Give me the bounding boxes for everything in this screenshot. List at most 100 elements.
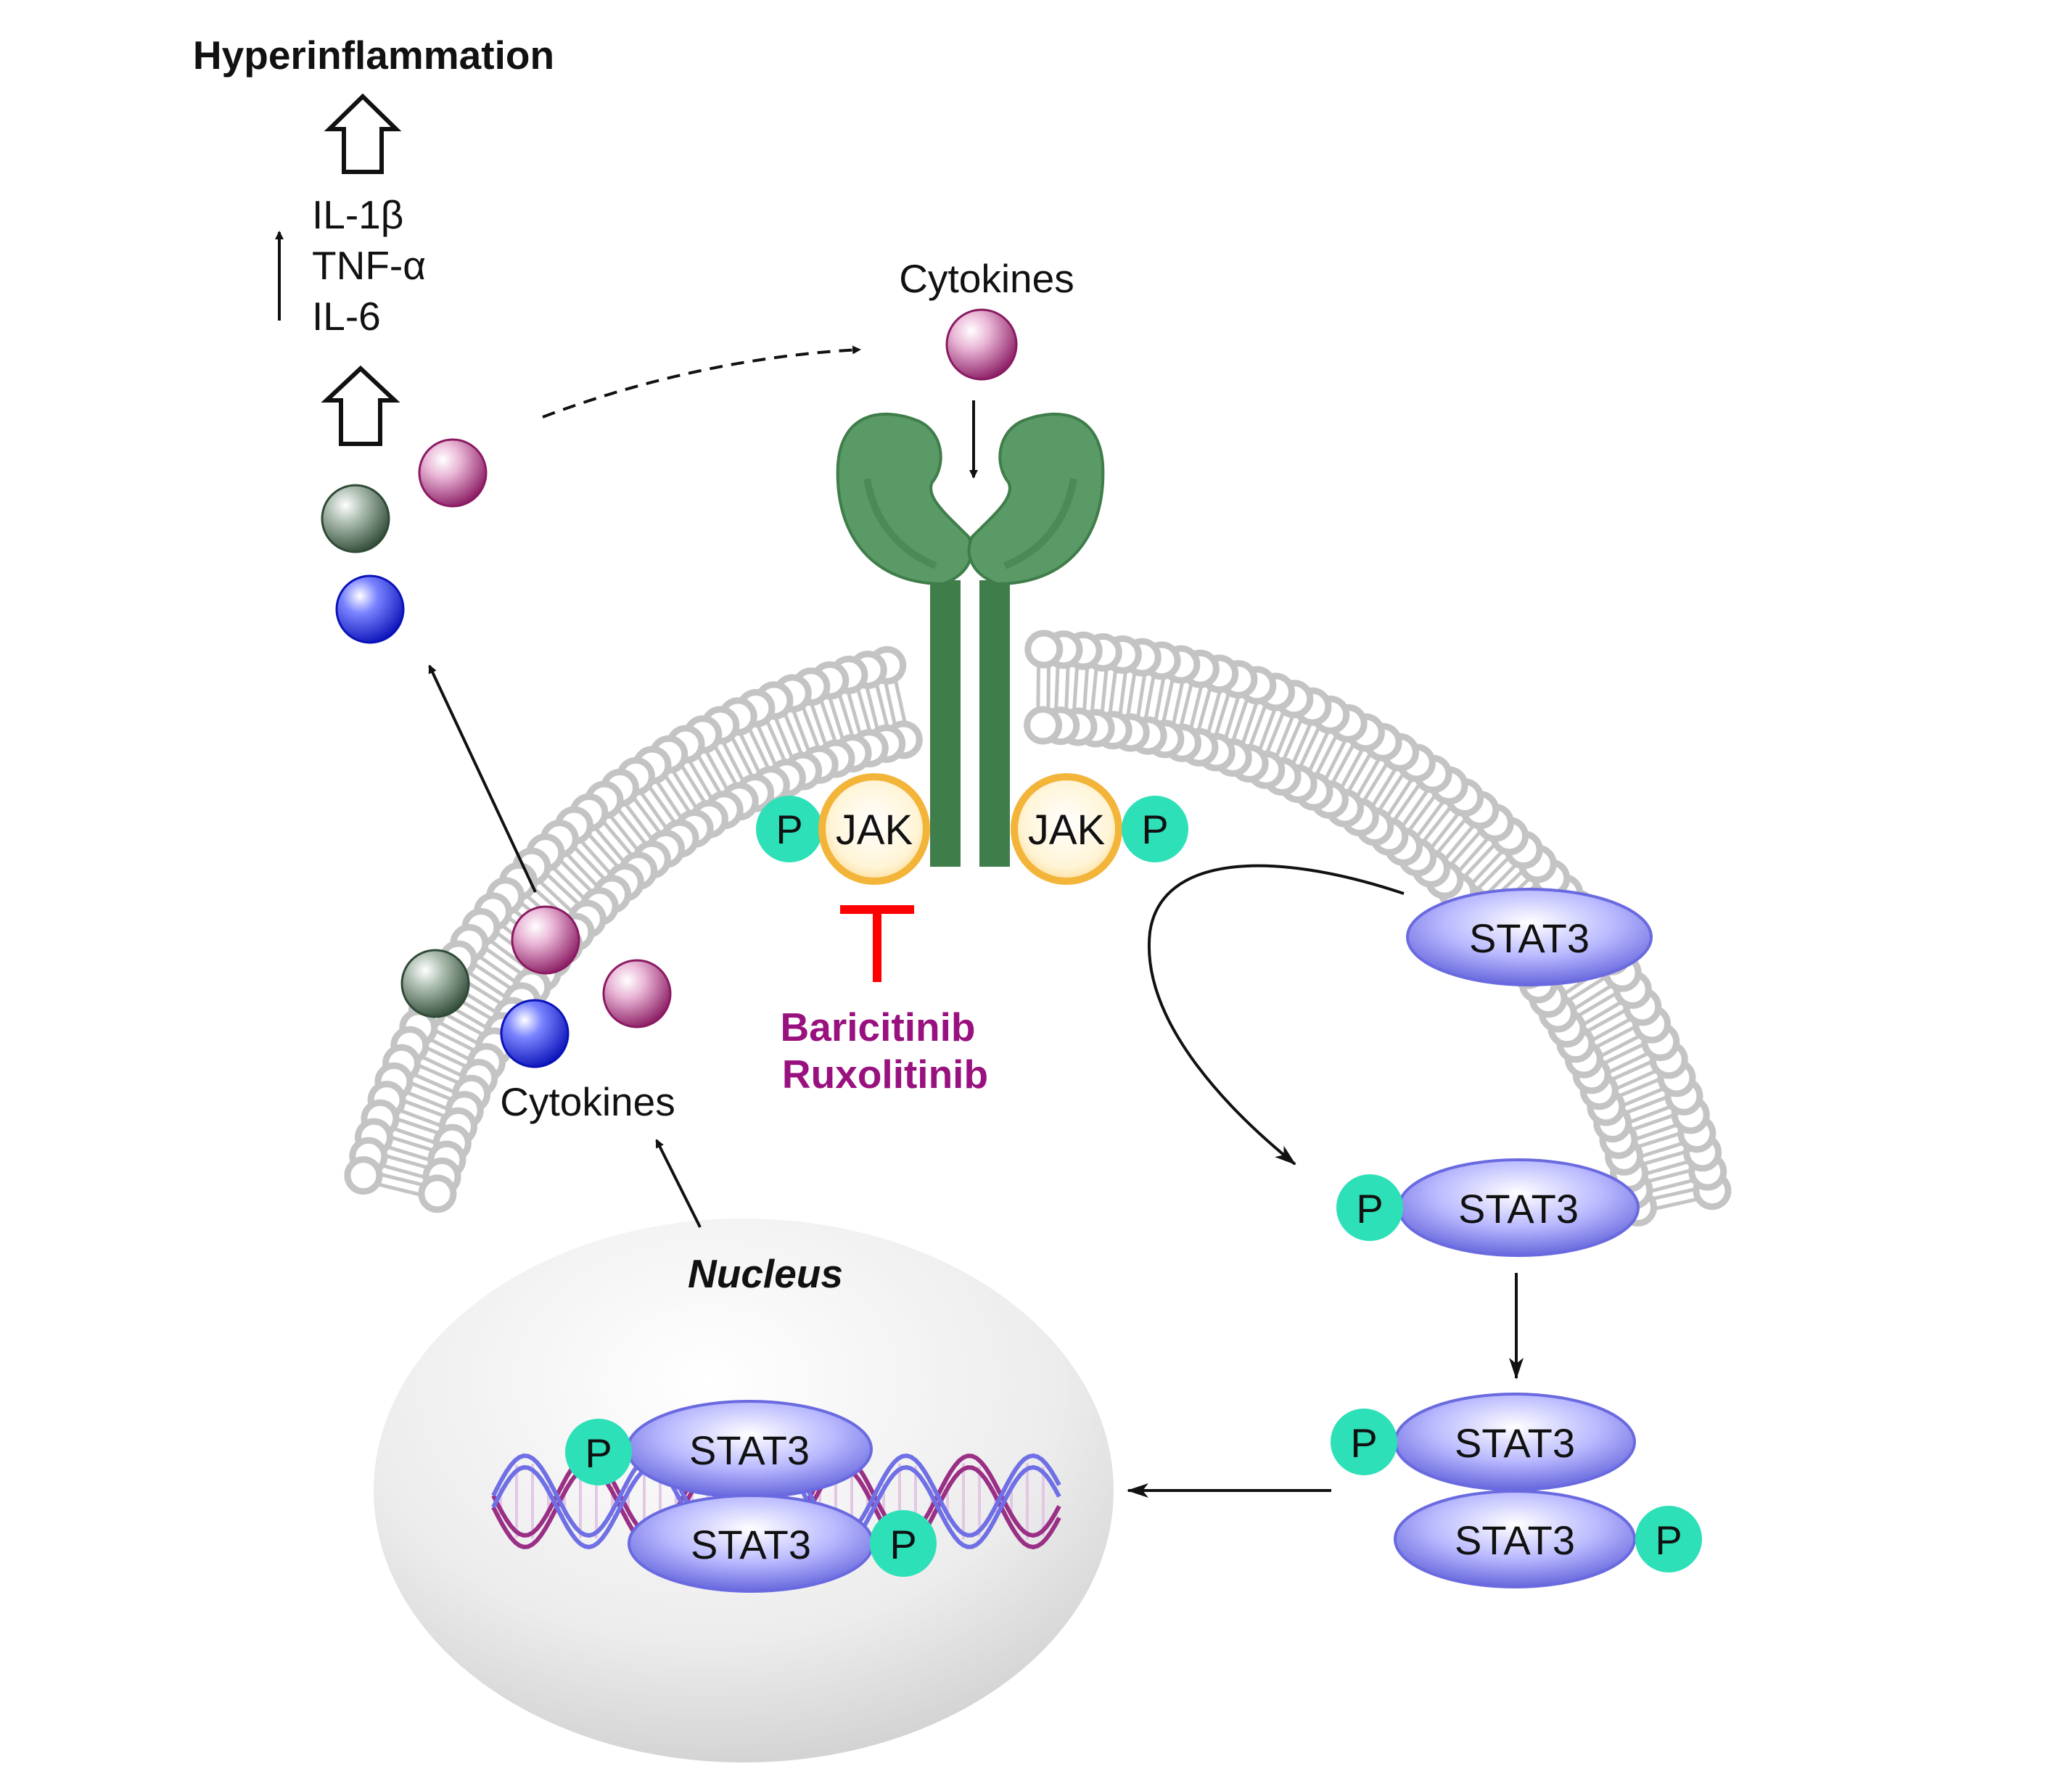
block-arrow-lower (321, 365, 400, 446)
lipid-tail (1599, 1034, 1641, 1058)
lipid-tail (545, 873, 580, 906)
lipid-tail (819, 699, 837, 743)
lipid-tail (1640, 1141, 1684, 1158)
jak-right (1011, 773, 1122, 885)
jak-right-label: JAK (1028, 807, 1106, 854)
lipid-tail (1179, 683, 1193, 727)
lipid-tail (390, 1135, 434, 1153)
lipid-tail (1628, 1105, 1672, 1124)
lipid-tail (1136, 673, 1147, 718)
lipid-tail (687, 759, 714, 800)
cytokine-magenta (418, 438, 488, 508)
p-label: P (776, 807, 802, 852)
lipid-tail (467, 970, 507, 999)
lipid-tail (680, 764, 707, 804)
lipid-tail (406, 1090, 449, 1111)
lipid-tail (783, 712, 804, 756)
lipid-tail (663, 775, 691, 814)
lipid-tail (1298, 726, 1321, 768)
stat3-recruitment-arrow (1147, 864, 1405, 1166)
lipid-tail (856, 688, 872, 733)
lipid-head (1024, 630, 1064, 669)
lipid-tail (399, 1108, 443, 1128)
lipid-tail (1171, 680, 1185, 725)
lipid-tail (792, 709, 811, 752)
lipid-tail (438, 1021, 480, 1045)
lipid-tail (417, 1063, 460, 1085)
lipid-tail (810, 703, 828, 746)
lipid-tail (1643, 1150, 1687, 1166)
il1b-label: IL-1β (312, 192, 403, 237)
lipid-tail (551, 866, 586, 900)
lipid-tail (559, 859, 593, 894)
lipid-tail (1362, 762, 1389, 802)
jak-left (818, 773, 930, 885)
lipid-tail (1386, 778, 1414, 817)
lipid-tail (377, 1182, 422, 1197)
stat3-label: STAT3 (1455, 1420, 1575, 1466)
lipid-tail (837, 693, 855, 738)
lipid-tail (1339, 748, 1365, 789)
lipid-tail (1100, 668, 1109, 714)
lipid-tail (1651, 1187, 1696, 1201)
lipid-tail (1471, 849, 1504, 885)
lipid-tail (846, 690, 862, 735)
lipid-tail (387, 1145, 431, 1162)
lipid-tail (1647, 1168, 1692, 1184)
lipid-tail (739, 732, 761, 774)
lipid-tail (756, 724, 778, 767)
phosphate (565, 1419, 632, 1485)
p-label: P (1350, 1420, 1377, 1466)
lipid-tail (484, 947, 523, 976)
tnfa-label: TNF-α (312, 243, 426, 288)
inhibitor-bar (840, 905, 914, 982)
lipid-tail (865, 686, 879, 730)
stat3-label: STAT3 (1469, 915, 1590, 961)
lipid-tail (1082, 667, 1090, 712)
lipid-tail (1275, 714, 1295, 758)
lipid-tail (1291, 722, 1312, 765)
lipid-tail (1582, 1000, 1623, 1026)
stat3-dimer-bottom (1394, 1490, 1636, 1588)
p-label: P (1141, 807, 1168, 852)
hyperinflammation-label: Hyperinflammation (193, 33, 554, 78)
lipid-tail (730, 736, 755, 778)
cytokine-magenta (511, 905, 580, 975)
lipid-tail (1223, 695, 1241, 739)
lipid-tail (1603, 1042, 1645, 1065)
lipid-tail (1457, 836, 1489, 873)
lipid-tail (1611, 1060, 1653, 1081)
cytokine-receptor (836, 412, 1105, 867)
lipid-tail (1196, 687, 1212, 731)
lipid-tail (671, 770, 698, 809)
lipid-tail (747, 727, 770, 770)
lipid-tail (1444, 824, 1475, 861)
lipid-tail (396, 1117, 440, 1135)
lipid-tail (1214, 692, 1231, 736)
drug-baricitinib: Baricitinib (781, 1005, 976, 1050)
stat3-label: STAT3 (689, 1427, 810, 1473)
lipid-tail (828, 696, 845, 741)
lipid-tail (1631, 1113, 1674, 1131)
il6-label: IL-6 (312, 294, 381, 339)
lipid-tail (473, 962, 513, 991)
lipid-tail (1347, 752, 1373, 793)
lipid-tail (874, 683, 889, 727)
lipid-tail (392, 1126, 437, 1145)
lipid-tail (410, 1081, 453, 1102)
lipid-tail (1407, 794, 1437, 833)
lipid-tail (1355, 757, 1381, 798)
transcription-arrow (655, 1139, 702, 1228)
cytokine-incoming (945, 308, 1018, 381)
lipid-tail (1064, 665, 1070, 711)
lipid-tail (1392, 783, 1421, 822)
lipid-tail (1377, 772, 1405, 812)
drug-ruxolitinib: Ruxolitinib (782, 1052, 988, 1097)
lipid-tail (1315, 734, 1339, 776)
nucleus-label: Nucleus (688, 1251, 843, 1296)
lipid-tail (1090, 667, 1098, 712)
lipid-tail (1257, 708, 1277, 751)
lipid-tail (1618, 1077, 1661, 1098)
stat3-unphosphorylated (1406, 888, 1653, 986)
